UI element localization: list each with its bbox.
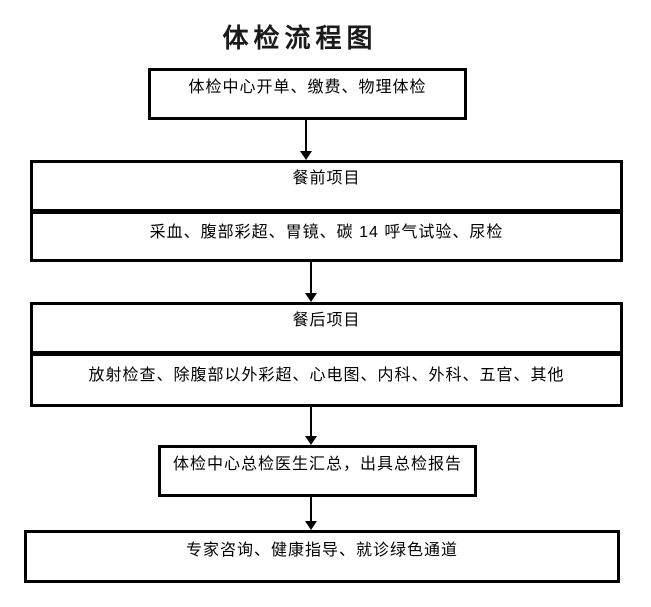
arrow-head-icon bbox=[305, 293, 317, 302]
flow-box-checkin: 体检中心开单、缴费、物理体检 bbox=[148, 68, 467, 120]
flow-box-checkin-label: 体检中心开单、缴费、物理体检 bbox=[188, 79, 427, 97]
page-title: 体检流程图 bbox=[222, 23, 378, 53]
down-arrow-connector-3 bbox=[305, 407, 318, 445]
flow-box-summary-report: 体检中心总检医生汇总，出具总检报告 bbox=[158, 445, 477, 497]
flow-box-post-meal-header-label: 餐后项目 bbox=[292, 312, 361, 330]
arrow-stem bbox=[310, 262, 312, 294]
flow-box-post-meal-items: 放射检查、除腹部以外彩超、心电图、内科、外科、五官、其他 bbox=[30, 353, 623, 407]
flow-box-pre-meal-items: 采血、腹部彩超、胃镜、碳 14 呼气试验、尿检 bbox=[30, 211, 623, 262]
flow-box-pre-meal-header: 餐前项目 bbox=[30, 160, 623, 212]
down-arrow-connector-2 bbox=[305, 262, 318, 302]
flow-box-followup-services-label: 专家咨询、健康指导、就诊绿色通道 bbox=[185, 541, 458, 559]
flow-box-summary-report-label: 体检中心总检医生汇总，出具总检报告 bbox=[172, 456, 462, 474]
flow-box-pre-meal-header-label: 餐前项目 bbox=[292, 170, 361, 188]
arrow-head-icon bbox=[300, 151, 312, 160]
arrow-stem bbox=[305, 120, 307, 152]
arrow-head-icon bbox=[305, 436, 317, 445]
arrow-head-icon bbox=[305, 521, 317, 530]
flow-box-followup-services: 专家咨询、健康指导、就诊绿色通道 bbox=[24, 530, 620, 583]
down-arrow-connector-1 bbox=[300, 120, 313, 160]
down-arrow-connector-4 bbox=[305, 497, 318, 530]
arrow-stem bbox=[310, 497, 312, 522]
flow-box-pre-meal-items-label: 采血、腹部彩超、胃镜、碳 14 呼气试验、尿检 bbox=[149, 223, 504, 241]
flow-box-post-meal-items-label: 放射检查、除腹部以外彩超、心电图、内科、外科、五官、其他 bbox=[88, 367, 565, 385]
arrow-stem bbox=[310, 407, 312, 437]
flow-box-post-meal-header: 餐后项目 bbox=[30, 302, 623, 354]
